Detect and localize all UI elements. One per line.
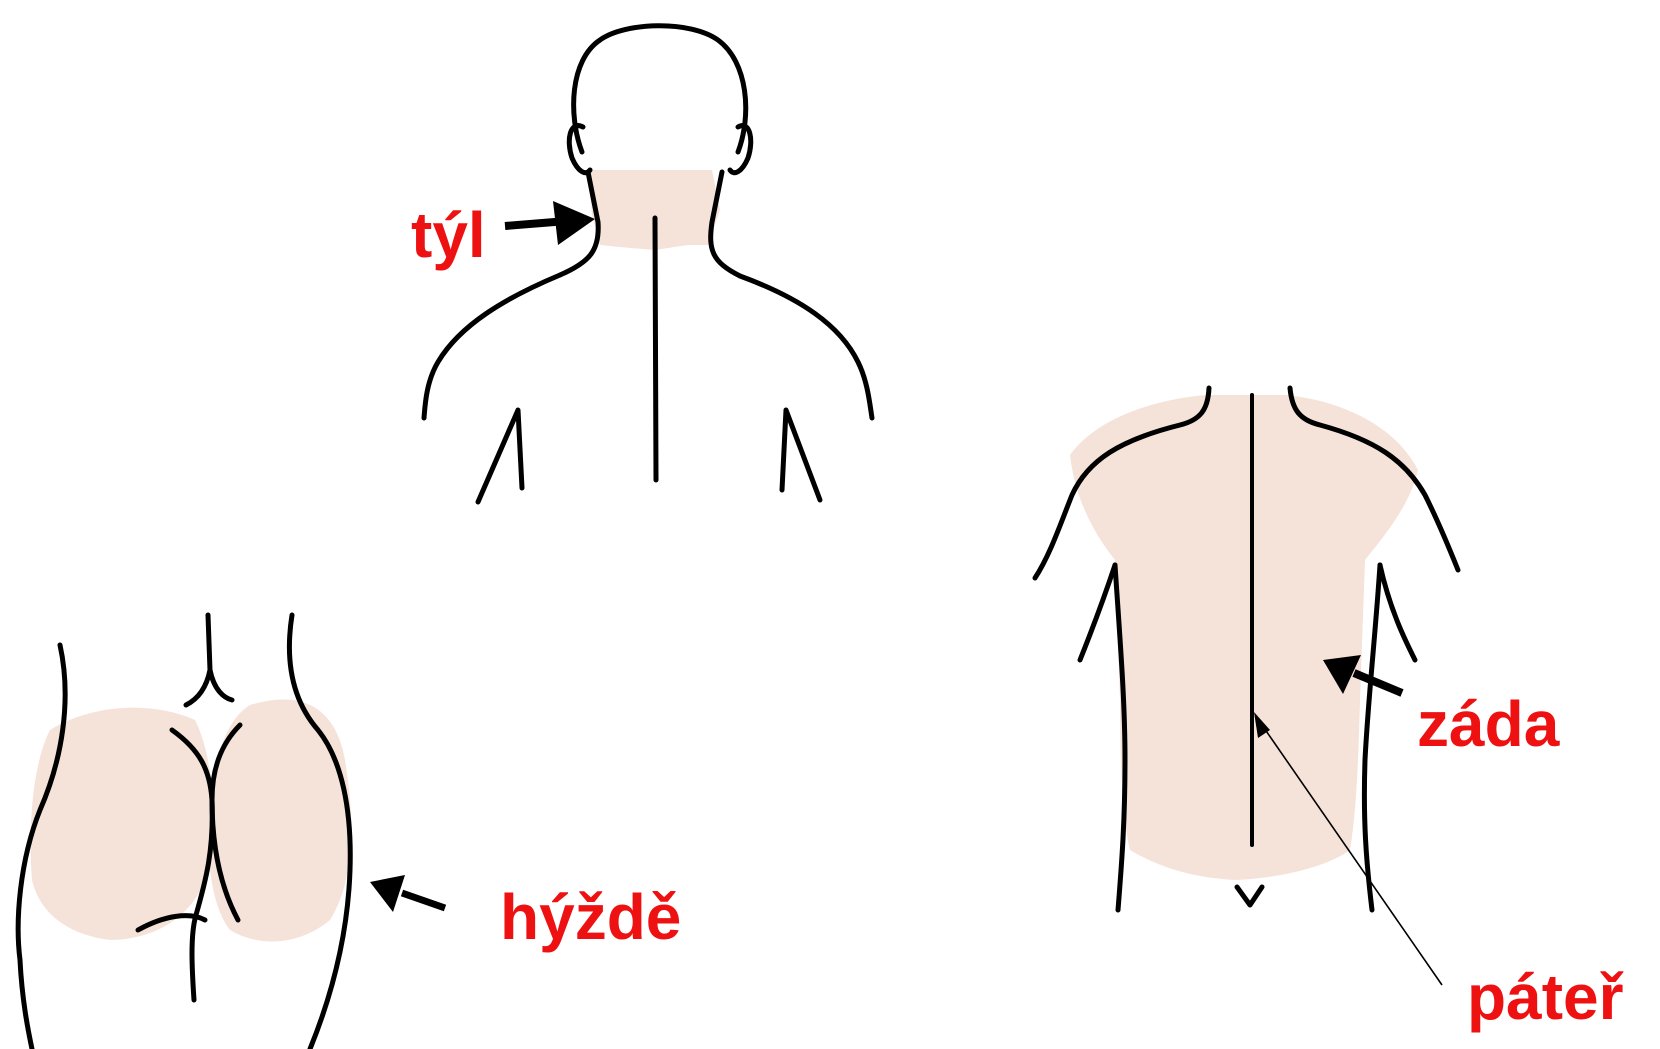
back-left-arm-inner — [1080, 565, 1115, 660]
buttocks-illustration — [18, 615, 351, 1049]
back-right-arm-inner — [1380, 565, 1415, 660]
left-shoulder — [424, 275, 560, 418]
left-armpit — [478, 410, 522, 502]
gluteal-cleft-top — [186, 615, 232, 705]
back-tailbone — [1237, 887, 1262, 905]
head-shoulders-illustration — [424, 26, 872, 502]
right-armpit — [782, 410, 820, 500]
label-tyl: týl — [411, 203, 486, 267]
back-right-side — [1364, 565, 1380, 910]
label-hyzde: hýždě — [500, 885, 681, 949]
spine-upper — [655, 218, 656, 480]
arrow-tyl — [505, 201, 595, 245]
back-illustration — [1035, 388, 1458, 910]
label-pater: páteř — [1467, 965, 1624, 1029]
right-shoulder — [740, 276, 872, 418]
head-outline — [574, 26, 746, 152]
label-zada: záda — [1417, 692, 1559, 756]
arrow-hyzde — [370, 875, 445, 912]
